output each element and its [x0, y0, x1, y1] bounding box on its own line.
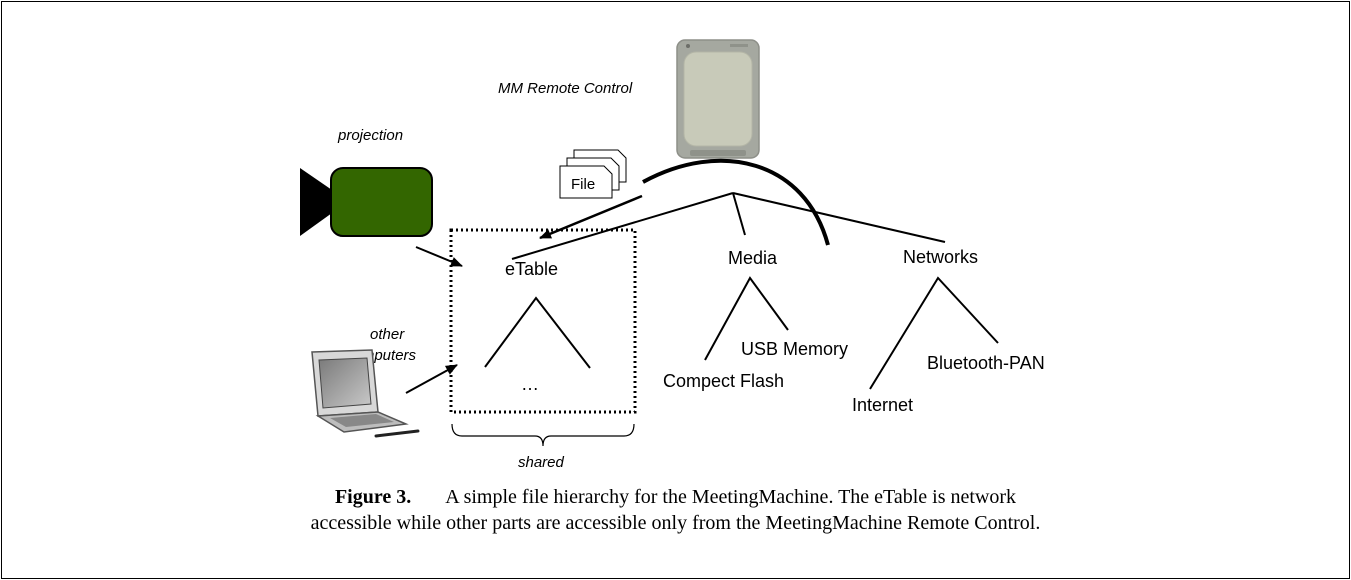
caption-text-1: A simple file hierarchy for the MeetingM…	[445, 486, 1017, 508]
etable-children-ellipsis: …	[521, 374, 539, 394]
shared-brace	[451, 423, 635, 447]
media-node: Media	[728, 248, 778, 268]
remote-control-label: MM Remote Control	[498, 80, 633, 97]
projector-icon	[300, 167, 433, 237]
etable-node: eTable	[505, 259, 558, 279]
root-to-etable-edge	[511, 192, 734, 260]
figure-caption: Figure 3. A simple file hierarchy for the…	[60, 484, 1291, 536]
etable-branches	[484, 296, 591, 369]
networks-node: Networks	[903, 247, 978, 267]
shared-region-box	[449, 228, 637, 414]
media-branches	[704, 276, 789, 361]
file-stack-icon	[559, 149, 627, 199]
bluetooth-pan-node: Bluetooth-PAN	[927, 353, 1045, 373]
remote-control-arc	[642, 158, 830, 246]
remote-control-device-icon	[676, 39, 760, 159]
caption-line-2: accessible while other parts are accessi…	[310, 512, 1041, 534]
usb-memory-node: USB Memory	[741, 339, 848, 359]
caption-figure-label: Figure 3.	[334, 486, 412, 508]
compact-flash-node: Compect Flash	[663, 371, 784, 391]
file-transfer-arrow	[539, 194, 643, 240]
internet-node: Internet	[852, 395, 913, 415]
root-to-networks-edge	[732, 192, 946, 243]
file-label: File	[571, 176, 595, 193]
shared-label: shared	[518, 454, 565, 471]
laptop-icon	[311, 349, 420, 438]
projection-label: projection	[337, 127, 403, 144]
projection-arrow	[415, 246, 463, 267]
other-computers-label-line1: other	[370, 326, 405, 343]
computers-arrow	[405, 364, 458, 394]
networks-branches	[869, 276, 999, 390]
caption-line-1: Figure 3. A simple file hierarchy for the…	[60, 484, 1291, 510]
root-to-media-edge	[732, 192, 746, 236]
